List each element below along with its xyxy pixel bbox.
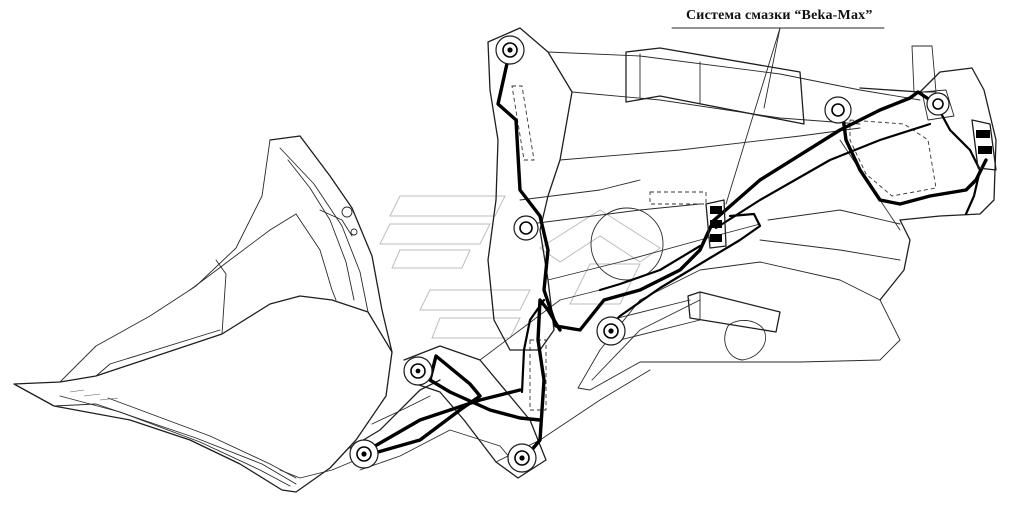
pin-link-lower (507, 443, 537, 473)
linkage (349, 289, 651, 479)
pin-boom-top (495, 35, 525, 65)
bucket (13, 135, 393, 493)
pivot-pins (349, 35, 950, 473)
pin-bucket-upper (403, 356, 433, 386)
beka-max-distributor (705, 119, 997, 249)
callout-leader (671, 27, 885, 205)
centre-section (577, 191, 901, 391)
pin-cylinder-rear (824, 96, 852, 124)
grease-hoses (362, 48, 988, 460)
pin-bucket-lower (349, 439, 379, 469)
pin-rear-frame (926, 92, 950, 116)
upper-cylinder (625, 47, 805, 125)
pin-centre (596, 316, 626, 346)
boom (487, 27, 921, 351)
rear-frame (759, 45, 997, 301)
pin-boom-mid (513, 215, 539, 241)
callout-label-beka-max: Система смазки “Beka-Max” (686, 8, 873, 23)
